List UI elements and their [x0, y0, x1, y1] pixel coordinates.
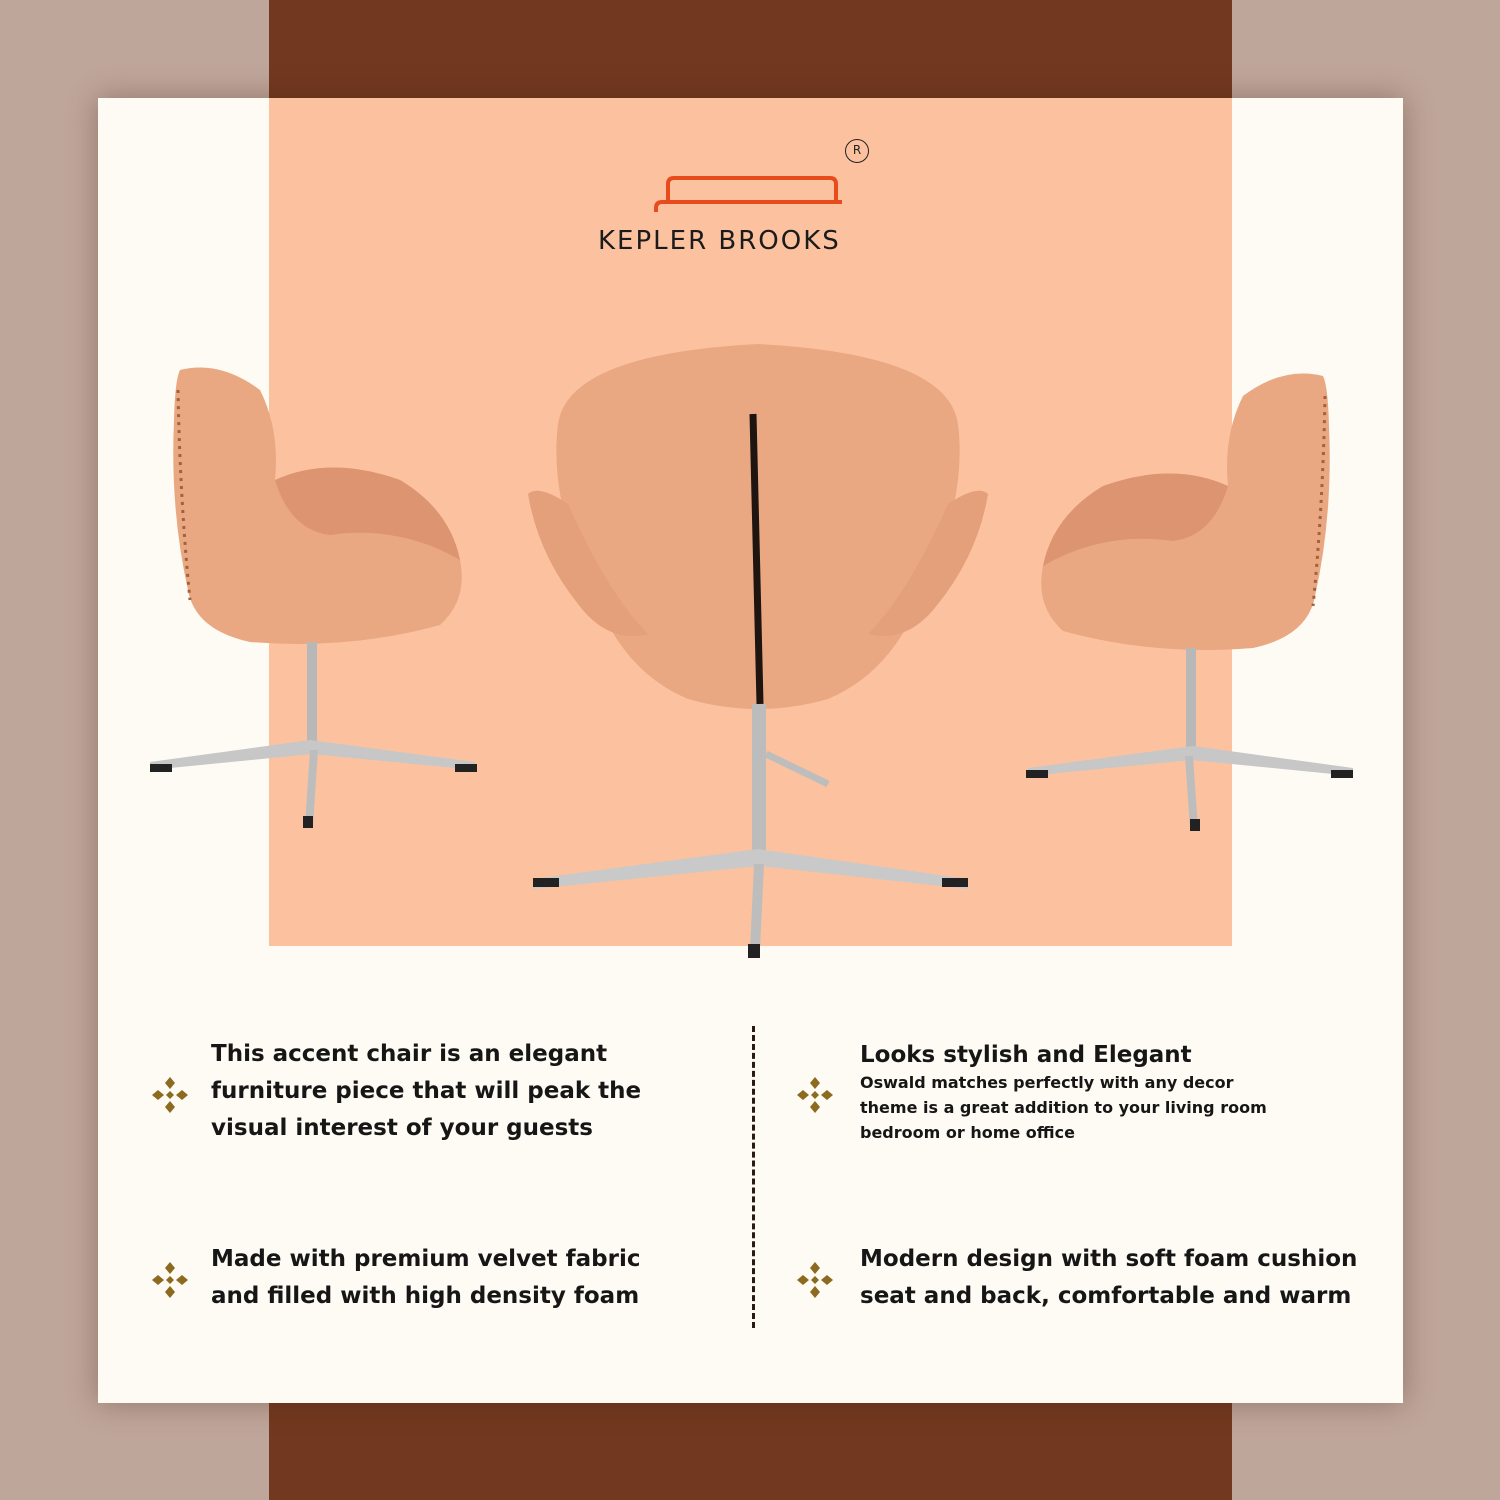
- chair-back-image: [528, 344, 988, 958]
- product-card: KEPLER BROOKS R: [98, 98, 1403, 1403]
- feature-text: This accent chair is an elegant furnitur…: [211, 1041, 642, 1141]
- feature-text: Modern design with soft foam cushion sea…: [860, 1246, 1358, 1309]
- diamond-cluster-icon: [152, 1262, 188, 1298]
- feature-text: Made with premium velvet fabric and fill…: [211, 1246, 641, 1309]
- registered-mark: R: [845, 139, 869, 163]
- diamond-cluster-icon: [797, 1262, 833, 1298]
- brand-logo: KEPLER BROOKS: [598, 138, 908, 258]
- feature-divider: [752, 1026, 755, 1328]
- sofa-logo-icon: [654, 176, 842, 212]
- diamond-cluster-icon: [152, 1077, 188, 1113]
- diamond-cluster-icon: [797, 1077, 833, 1113]
- chair-side-right-image: [1026, 373, 1353, 831]
- feature-title: Looks stylish and Elegant: [860, 1042, 1192, 1068]
- brand-name: KEPLER BROOKS: [598, 226, 841, 256]
- feature-text: Looks stylish and Elegant Oswald matches…: [860, 1040, 1340, 1145]
- chair-side-left-image: [150, 367, 477, 828]
